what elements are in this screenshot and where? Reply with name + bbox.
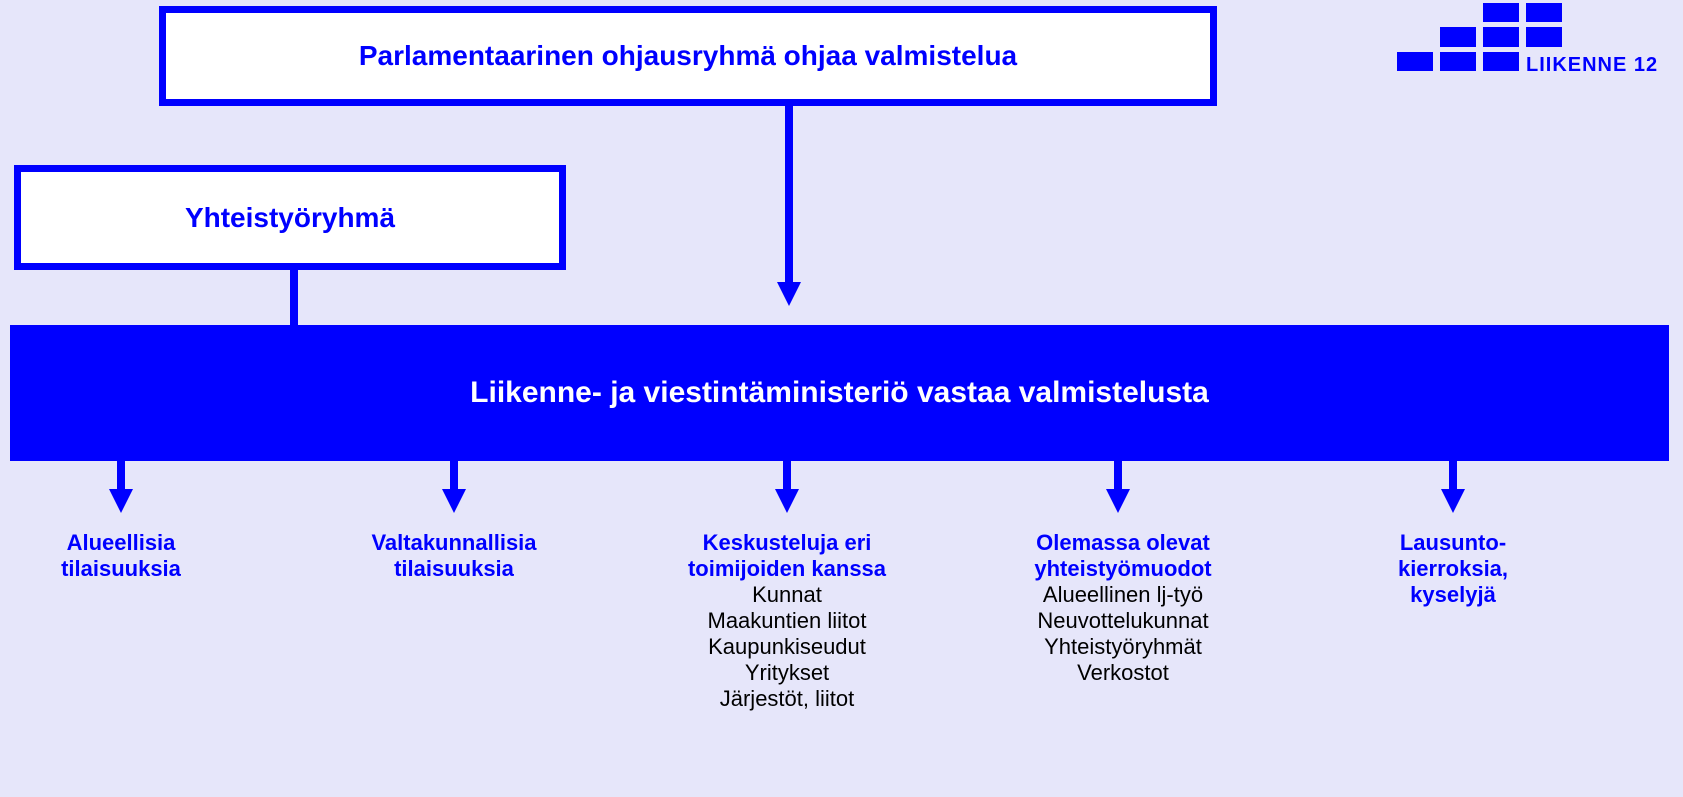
connector-line [785, 106, 793, 284]
column-heading: toimijoiden kanssa [687, 556, 887, 581]
column-heading: Valtakunnallisia [371, 530, 537, 555]
arrow-down-icon [109, 489, 133, 513]
arrow-down-icon [1106, 489, 1130, 513]
column-heading: Olemassa olevat [1036, 530, 1210, 555]
connector-line [450, 461, 458, 491]
column-heading: tilaisuuksia [61, 556, 181, 581]
connector-line [783, 461, 791, 491]
connector-line [1114, 461, 1122, 491]
arrow-down-icon [775, 489, 799, 513]
logo-square [1483, 3, 1519, 22]
steering-group-label: Parlamentaarinen ohjausryhmä ohjaa valmi… [358, 40, 1018, 71]
column-regional-events: Alueellisia tilaisuuksia [21, 530, 221, 582]
arrow-down-icon [777, 282, 801, 306]
list-item: Verkostot [1077, 660, 1169, 685]
list-item: Kaupunkiseudut [708, 634, 866, 659]
logo-square [1397, 52, 1433, 71]
list-item: Yritykset [744, 660, 830, 685]
column-heading: yhteistyömuodot [1034, 556, 1212, 581]
column-heading: kyselyjä [1410, 582, 1496, 607]
logo-square [1440, 52, 1476, 71]
column-existing-cooperation: Olemassa olevat yhteistyömuodot Alueelli… [993, 530, 1253, 686]
logo-square [1526, 3, 1562, 22]
logo-square [1440, 27, 1476, 47]
column-consultations: Lausunto- kierroksia, kyselyjä [1353, 530, 1553, 608]
list-item: Neuvottelukunnat [1037, 608, 1209, 633]
column-discussions: Keskusteluja eri toimijoiden kanssa Kunn… [657, 530, 917, 712]
list-item: Kunnat [752, 582, 822, 607]
connector-line [290, 270, 298, 326]
ministry-label: Liikenne- ja viestintäministeriö vastaa … [470, 376, 1209, 409]
column-heading: tilaisuuksia [394, 556, 514, 581]
cooperation-group-label: Yhteistyöryhmä [184, 201, 396, 233]
steering-group-box: Parlamentaarinen ohjausryhmä ohjaa valmi… [159, 6, 1217, 106]
logo-square [1526, 27, 1562, 47]
column-heading: kierroksia, [1397, 556, 1509, 581]
list-item: Maakuntien liitot [707, 608, 867, 633]
arrow-down-icon [1441, 489, 1465, 513]
logo-square [1483, 52, 1519, 71]
column-heading: Keskusteluja eri [702, 530, 872, 555]
list-item: Yhteistyöryhmät [1044, 634, 1202, 659]
column-heading: Alueellisia [66, 530, 176, 555]
ministry-box: Liikenne- ja viestintäministeriö vastaa … [10, 325, 1669, 461]
logo-square [1483, 27, 1519, 47]
list-item: Alueellinen lj-työ [1042, 582, 1204, 607]
column-national-events: Valtakunnallisia tilaisuuksia [334, 530, 574, 582]
connector-line [1449, 461, 1457, 491]
list-item: Järjestöt, liitot [719, 686, 855, 711]
column-heading: Lausunto- [1399, 530, 1507, 555]
logo-text: LIIKENNE 12 [1526, 54, 1659, 76]
connector-line [117, 461, 125, 491]
cooperation-group-box: Yhteistyöryhmä [14, 165, 566, 270]
arrow-down-icon [442, 489, 466, 513]
